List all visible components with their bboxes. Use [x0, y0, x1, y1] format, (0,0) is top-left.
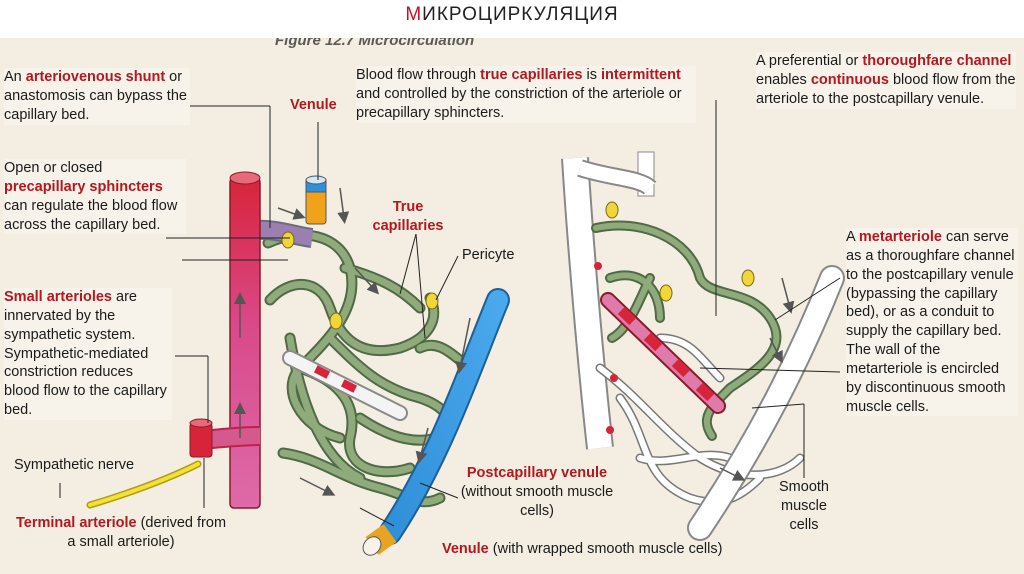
thoroughfare-highlight-1: thoroughfare channel — [862, 53, 1012, 69]
true-cap-mid: is — [582, 67, 602, 83]
white-capillaries-right — [595, 333, 805, 507]
callout-precapillary-sphincters: Open or closed precapillary sphincters c… — [4, 159, 186, 235]
postcapillary-venule-rest: (without smooth muscle cells) — [460, 483, 614, 519]
label-venule-top: Venule — [290, 97, 337, 113]
terminal-arteriole-left — [189, 418, 261, 458]
metarteriole-highlight: metarteriole — [858, 229, 942, 245]
callout-small-arterioles: Small arterioles are innervated by the s… — [4, 288, 172, 420]
pointer-lines-left — [59, 105, 459, 527]
thoroughfare-post: blood flow from the arteriole to the pos… — [756, 71, 1016, 107]
true-cap-highlight-2: intermittent — [601, 67, 681, 83]
callout-thoroughfare-channel: A preferential or thoroughfare channel e… — [756, 52, 1016, 109]
figure-caption: Figure 12.7 Microcirculation — [275, 38, 475, 49]
thoroughfare-highlight-2: continuous — [810, 71, 889, 88]
metarteriole-right — [600, 292, 726, 414]
label-venule-bottom: Venule (with wrapped smooth muscle cells… — [442, 540, 722, 559]
callout-true-capillaries: Blood flow through true capillaries is i… — [356, 66, 696, 123]
venule-bottom-highlight: Venule — [442, 541, 489, 557]
red-dots-right — [594, 262, 618, 434]
shunt-post: or anastomosis can bypass the capillary … — [4, 69, 187, 123]
sphincters-post: can regulate the blood flow across the c… — [4, 197, 178, 233]
slide-title-first-letter: М — [405, 4, 423, 25]
label-terminal-arteriole: Terminal arteriole (derived from a small… — [14, 514, 228, 552]
slide-title-rest: ИКРОЦИРКУЛЯЦИЯ — [422, 4, 619, 25]
true-cap-post: and controlled by the constriction of th… — [356, 85, 682, 121]
postcapillary-venule-left — [362, 288, 510, 556]
precapillary-sphincters-left — [281, 231, 439, 330]
label-smooth-muscle-cells: Smooth muscle cells — [779, 479, 829, 533]
callout-metarteriole: A metarteriole can serve as a thoroughfa… — [846, 228, 1018, 417]
slide-title: МИКРОЦИРКУЛЯЦИЯ — [0, 4, 1024, 26]
arteriole-right — [561, 151, 657, 450]
label-true-capillaries: True capillaries — [372, 199, 444, 234]
pointer-lines-right — [699, 100, 841, 478]
label-pericyte: Pericyte — [462, 247, 515, 263]
terminal-arteriole-rest: (derived from a small arteriole) — [67, 515, 227, 550]
true-cap-highlight-1: true capillaries — [480, 67, 583, 83]
thoroughfare-pre: A preferential or — [756, 53, 863, 69]
postcapillary-venule-right — [687, 265, 845, 541]
arterioles-post: are innervated by the sympathetic system… — [4, 289, 167, 419]
terminal-arteriole-highlight: Terminal arteriole — [15, 515, 137, 531]
shunt-pre: An — [4, 69, 26, 85]
label-postcapillary-venule: Postcapillary venule (without smooth mus… — [452, 464, 622, 521]
shunt-highlight: arteriovenous shunt — [25, 69, 166, 85]
metarteriole-pre: A — [846, 229, 859, 245]
metarteriole-post: can serve as a thoroughfare channel to t… — [846, 229, 1015, 415]
postcapillary-venule-highlight: Postcapillary venule — [466, 465, 608, 481]
venule-bottom-rest: (with wrapped smooth muscle cells) — [488, 541, 723, 557]
arterioles-highlight: Small arterioles — [4, 289, 112, 305]
flow-arrows-left — [234, 187, 471, 496]
sphincters-highlight: precapillary sphincters — [4, 178, 163, 195]
flow-arrows-right — [719, 277, 795, 481]
metarteriole-left — [282, 350, 408, 421]
label-sympathetic-nerve: Sympathetic nerve — [14, 457, 135, 473]
sphincters-pre: Open or closed — [4, 160, 103, 176]
venule-top-left — [305, 175, 327, 225]
callout-arteriovenous-shunt: An arteriovenous shunt or anastomosis ca… — [4, 68, 190, 125]
true-cap-pre: Blood flow through — [356, 67, 481, 83]
small-arteriole-left — [229, 171, 261, 509]
figure-page: Figure 12.7 Microcirculation — [0, 38, 1024, 574]
thoroughfare-mid: enables — [756, 71, 811, 88]
capillary-network-right — [591, 220, 782, 441]
microcirculation-diagram — [59, 100, 845, 556]
precapillary-sphincters-right — [605, 201, 755, 302]
